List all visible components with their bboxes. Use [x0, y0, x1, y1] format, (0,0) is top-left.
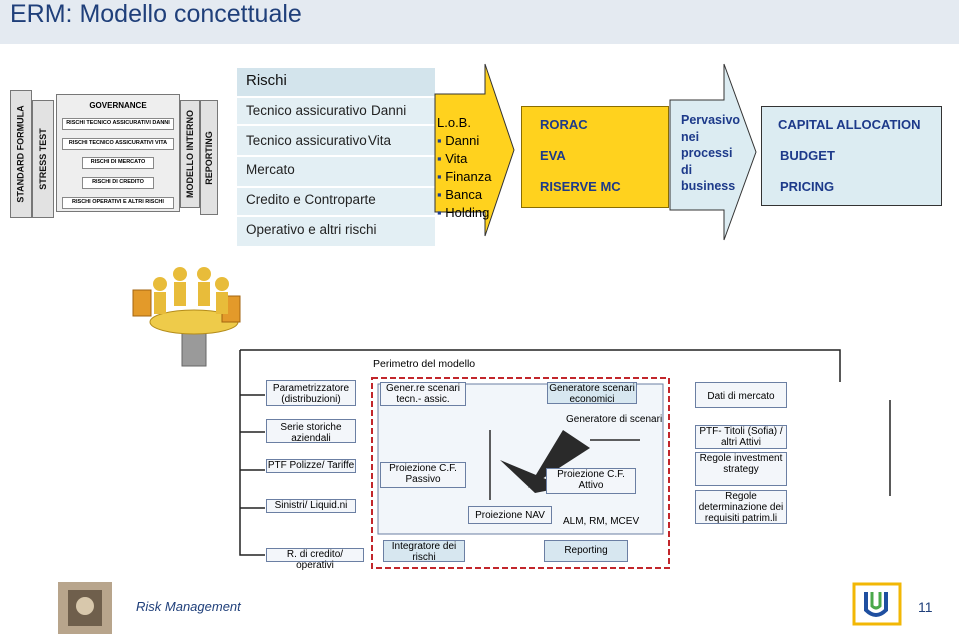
metric-riserve: RISERVE MC [540, 179, 621, 194]
budget: BUDGET [780, 148, 835, 163]
risk-item: RISCHI TECNICO ASSICURATIVI DANNI [62, 118, 174, 130]
reporting-box: Reporting [544, 540, 628, 562]
divider [237, 96, 435, 98]
capital-box: CAPITAL ALLOCATION BUDGET PRICING [761, 106, 942, 206]
risk-item: RISCHI TECNICO ASSICURATIVI VITA [62, 138, 174, 150]
rischi-header: Rischi [246, 72, 287, 89]
input-parametrizzatore: Parametrizzatore (distribuzioni) [266, 380, 356, 406]
pervasivo-arrow-shape [669, 63, 757, 241]
divider [237, 124, 435, 126]
lob-item: ▪ Danni [437, 133, 480, 148]
pervasivo-text: Pervasivo nei processi di business [681, 113, 741, 193]
alm-label: ALM, RM, MCEV [563, 516, 640, 527]
lob-item: ▪ Vita [437, 151, 468, 166]
risk-item: RISCHI DI MERCATO [82, 157, 154, 169]
divider [237, 186, 435, 188]
regole-investment: Regole investment strategy [695, 452, 787, 486]
input-sinistri: Sinistri/ Liquid.ni [266, 499, 356, 513]
logo-image [58, 582, 112, 634]
modello-interno-bar: MODELLO INTERNO [180, 100, 200, 208]
page-number: 11 [918, 599, 933, 615]
rischi-row-label: Operativo e altri rischi [246, 222, 377, 237]
input-ptf-polizze: PTF Polizze/ Tariffe [266, 459, 356, 473]
model-frame [371, 377, 670, 569]
rischi-row-label: Credito e Controparte [246, 192, 376, 207]
proiezione-passivo: Proiezione C.F. Passivo [380, 462, 466, 488]
lob-title: L.o.B. [437, 115, 471, 130]
divider [237, 215, 435, 217]
rischi-row-label: Tecnico assicurativo [246, 103, 367, 118]
company-logo [852, 582, 902, 626]
lob-item: ▪ Banca [437, 187, 483, 202]
metric-rorac: RORAC [540, 117, 588, 132]
gen-scenari-tecn: Gener.re scenari tecn.- assic. [380, 382, 466, 406]
perimeter-label: Perimetro del modello [373, 358, 476, 370]
rischi-row-label: Mercato [246, 162, 295, 177]
proiezione-attivo: Proiezione C.F. Attivo [546, 468, 636, 494]
lob-list: L.o.B. ▪ Danni ▪ Vita ▪ Finanza ▪ Banca … [437, 114, 491, 222]
lob-arrow-shape [434, 63, 515, 237]
governance-box: GOVERNANCE [56, 94, 180, 212]
regole-determinazione: Regole determinazione dei requisiti patr… [695, 490, 787, 524]
reporting-bar: REPORTING [200, 100, 218, 215]
ptf-titoli: PTF- Titoli (Sofia) / altri Attivi [695, 425, 787, 449]
pricing: PRICING [780, 179, 835, 194]
divider [237, 155, 435, 157]
risk-item: RISCHI OPERATIVI E ALTRI RISCHI [62, 197, 174, 209]
standard-formula-bar: STANDARD FORMULA [10, 90, 32, 218]
lob-item: ▪ Holding [437, 205, 490, 220]
gen-scenari-econ: Generatore scenari economici [547, 382, 637, 405]
team-figures-illustration [132, 267, 241, 367]
lob-item: ▪ Finanza [437, 169, 492, 184]
metric-eva: EVA [540, 148, 566, 163]
governance-label: GOVERNANCE [89, 101, 147, 110]
proiezione-nav: Proiezione NAV [468, 506, 552, 524]
risk-item: RISCHI DI CREDITO [82, 177, 154, 189]
rischi-row-sub: Vita [368, 133, 392, 148]
capital-allocation: CAPITAL ALLOCATION [778, 117, 921, 132]
metrics-box: RORAC EVA RISERVE MC [521, 106, 669, 208]
triangle-connector [528, 430, 590, 488]
stress-test-bar: STRESS TEST [32, 100, 54, 218]
footer-text: Risk Management [136, 599, 241, 614]
rischi-row-sub: Danni [371, 103, 407, 118]
page-title: ERM: Modello concettuale [0, 0, 959, 44]
rischi-row-label: Tecnico assicurativo [246, 133, 367, 148]
integratore-rischi: Integratore dei rischi [383, 540, 465, 563]
gen-scenari-label: Generatore di scenari [566, 414, 663, 425]
input-rischi-credito: R. di credito/ operativi [266, 548, 364, 571]
input-serie-storiche: Serie storiche aziendali [266, 419, 356, 444]
rischi-header-bar [237, 68, 435, 96]
dati-mercato: Dati di mercato [695, 382, 787, 408]
